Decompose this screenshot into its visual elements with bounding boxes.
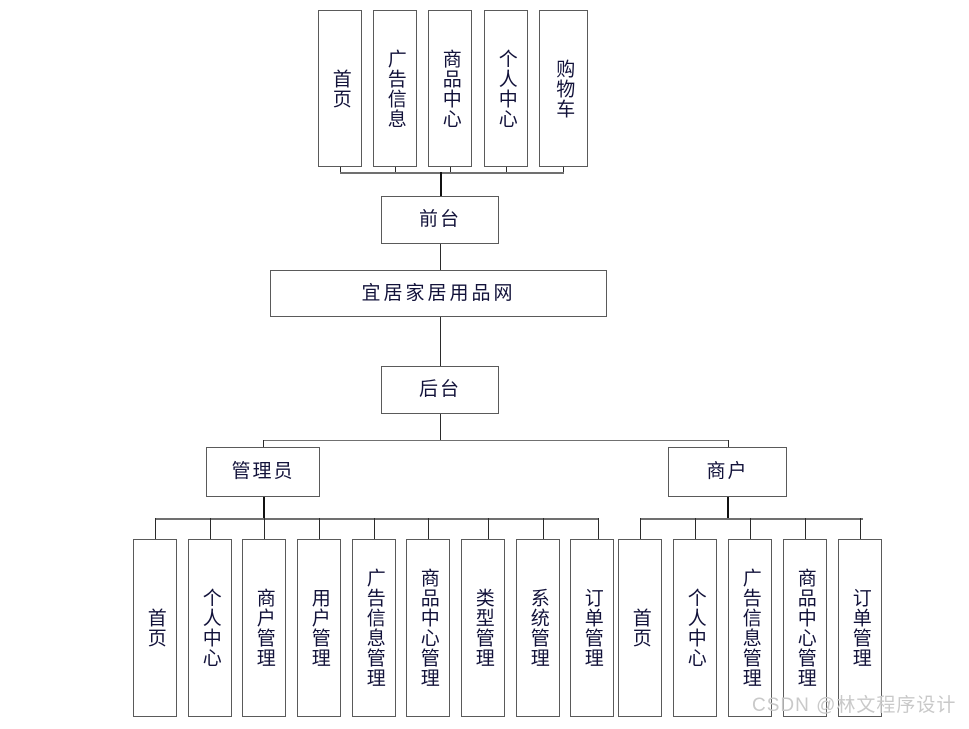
connector-admin-leaf-8: [598, 518, 599, 539]
connector-admin-leaf-7: [543, 518, 544, 539]
branch-backend[interactable]: 后台: [381, 366, 499, 414]
connector-admin-leaf-5: [428, 518, 429, 539]
frontend-leaf-4[interactable]: 购物车: [539, 10, 588, 167]
connector-root-to-backend: [440, 317, 441, 366]
merchant-leaf-1[interactable]: 个人中心: [673, 539, 717, 717]
connector-frontend-2: [450, 167, 451, 173]
admin-leaf-2[interactable]: 商户管理: [242, 539, 286, 717]
connector-frontend-to-node: [440, 172, 442, 196]
connector-merchant-leaf-0: [640, 518, 641, 539]
role-admin[interactable]: 管理员: [206, 447, 320, 497]
merchant-leaf-2[interactable]: 广告信息管理: [728, 539, 772, 717]
connector-merchant-leaf-1: [695, 518, 696, 539]
connector-admin-leaf-6: [488, 518, 489, 539]
connector-merchant-leaf-2: [750, 518, 751, 539]
root-node[interactable]: 宜居家居用品网: [270, 270, 607, 317]
connector-backend-drop: [440, 414, 441, 440]
admin-leaf-8[interactable]: 订单管理: [570, 539, 614, 717]
merchant-leaf-4[interactable]: 订单管理: [838, 539, 882, 717]
frontend-leaf-2[interactable]: 商品中心: [428, 10, 472, 167]
connector-admin-leaf-2: [264, 518, 265, 539]
admin-leaf-6[interactable]: 类型管理: [461, 539, 505, 717]
connector-merchant-bus: [640, 518, 863, 520]
connector-backend-bus: [263, 440, 729, 441]
branch-frontend[interactable]: 前台: [381, 196, 499, 244]
connector-frontend-3: [506, 167, 507, 173]
frontend-leaf-3[interactable]: 个人中心: [484, 10, 528, 167]
connector-frontend-0: [340, 167, 341, 173]
admin-leaf-1[interactable]: 个人中心: [188, 539, 232, 717]
admin-leaf-5[interactable]: 商品中心管理: [406, 539, 450, 717]
connector-merchant-leaf-4: [860, 518, 861, 539]
connector-frontend-to-root: [440, 244, 441, 270]
frontend-leaf-0[interactable]: 首页: [318, 10, 362, 167]
admin-leaf-7[interactable]: 系统管理: [516, 539, 560, 717]
connector-backend-to-admin: [263, 440, 264, 447]
merchant-leaf-0[interactable]: 首页: [618, 539, 662, 717]
connector-admin-bus: [155, 518, 598, 520]
connector-merchant-drop: [727, 497, 729, 518]
connector-admin-leaf-0: [155, 518, 156, 539]
role-merchant[interactable]: 商户: [668, 447, 787, 497]
frontend-leaf-1[interactable]: 广告信息: [373, 10, 417, 167]
connector-admin-leaf-4: [374, 518, 375, 539]
connector-frontend-bus: [340, 172, 564, 174]
connector-backend-to-merchant: [728, 440, 729, 447]
admin-leaf-0[interactable]: 首页: [133, 539, 177, 717]
merchant-leaf-3[interactable]: 商品中心管理: [783, 539, 827, 717]
connector-admin-leaf-3: [319, 518, 320, 539]
connector-frontend-4: [563, 167, 564, 173]
admin-leaf-3[interactable]: 用户管理: [297, 539, 341, 717]
connector-merchant-leaf-3: [805, 518, 806, 539]
connector-frontend-1: [395, 167, 396, 173]
connector-admin-leaf-1: [210, 518, 211, 539]
connector-admin-drop: [263, 497, 265, 518]
admin-leaf-4[interactable]: 广告信息管理: [352, 539, 396, 717]
